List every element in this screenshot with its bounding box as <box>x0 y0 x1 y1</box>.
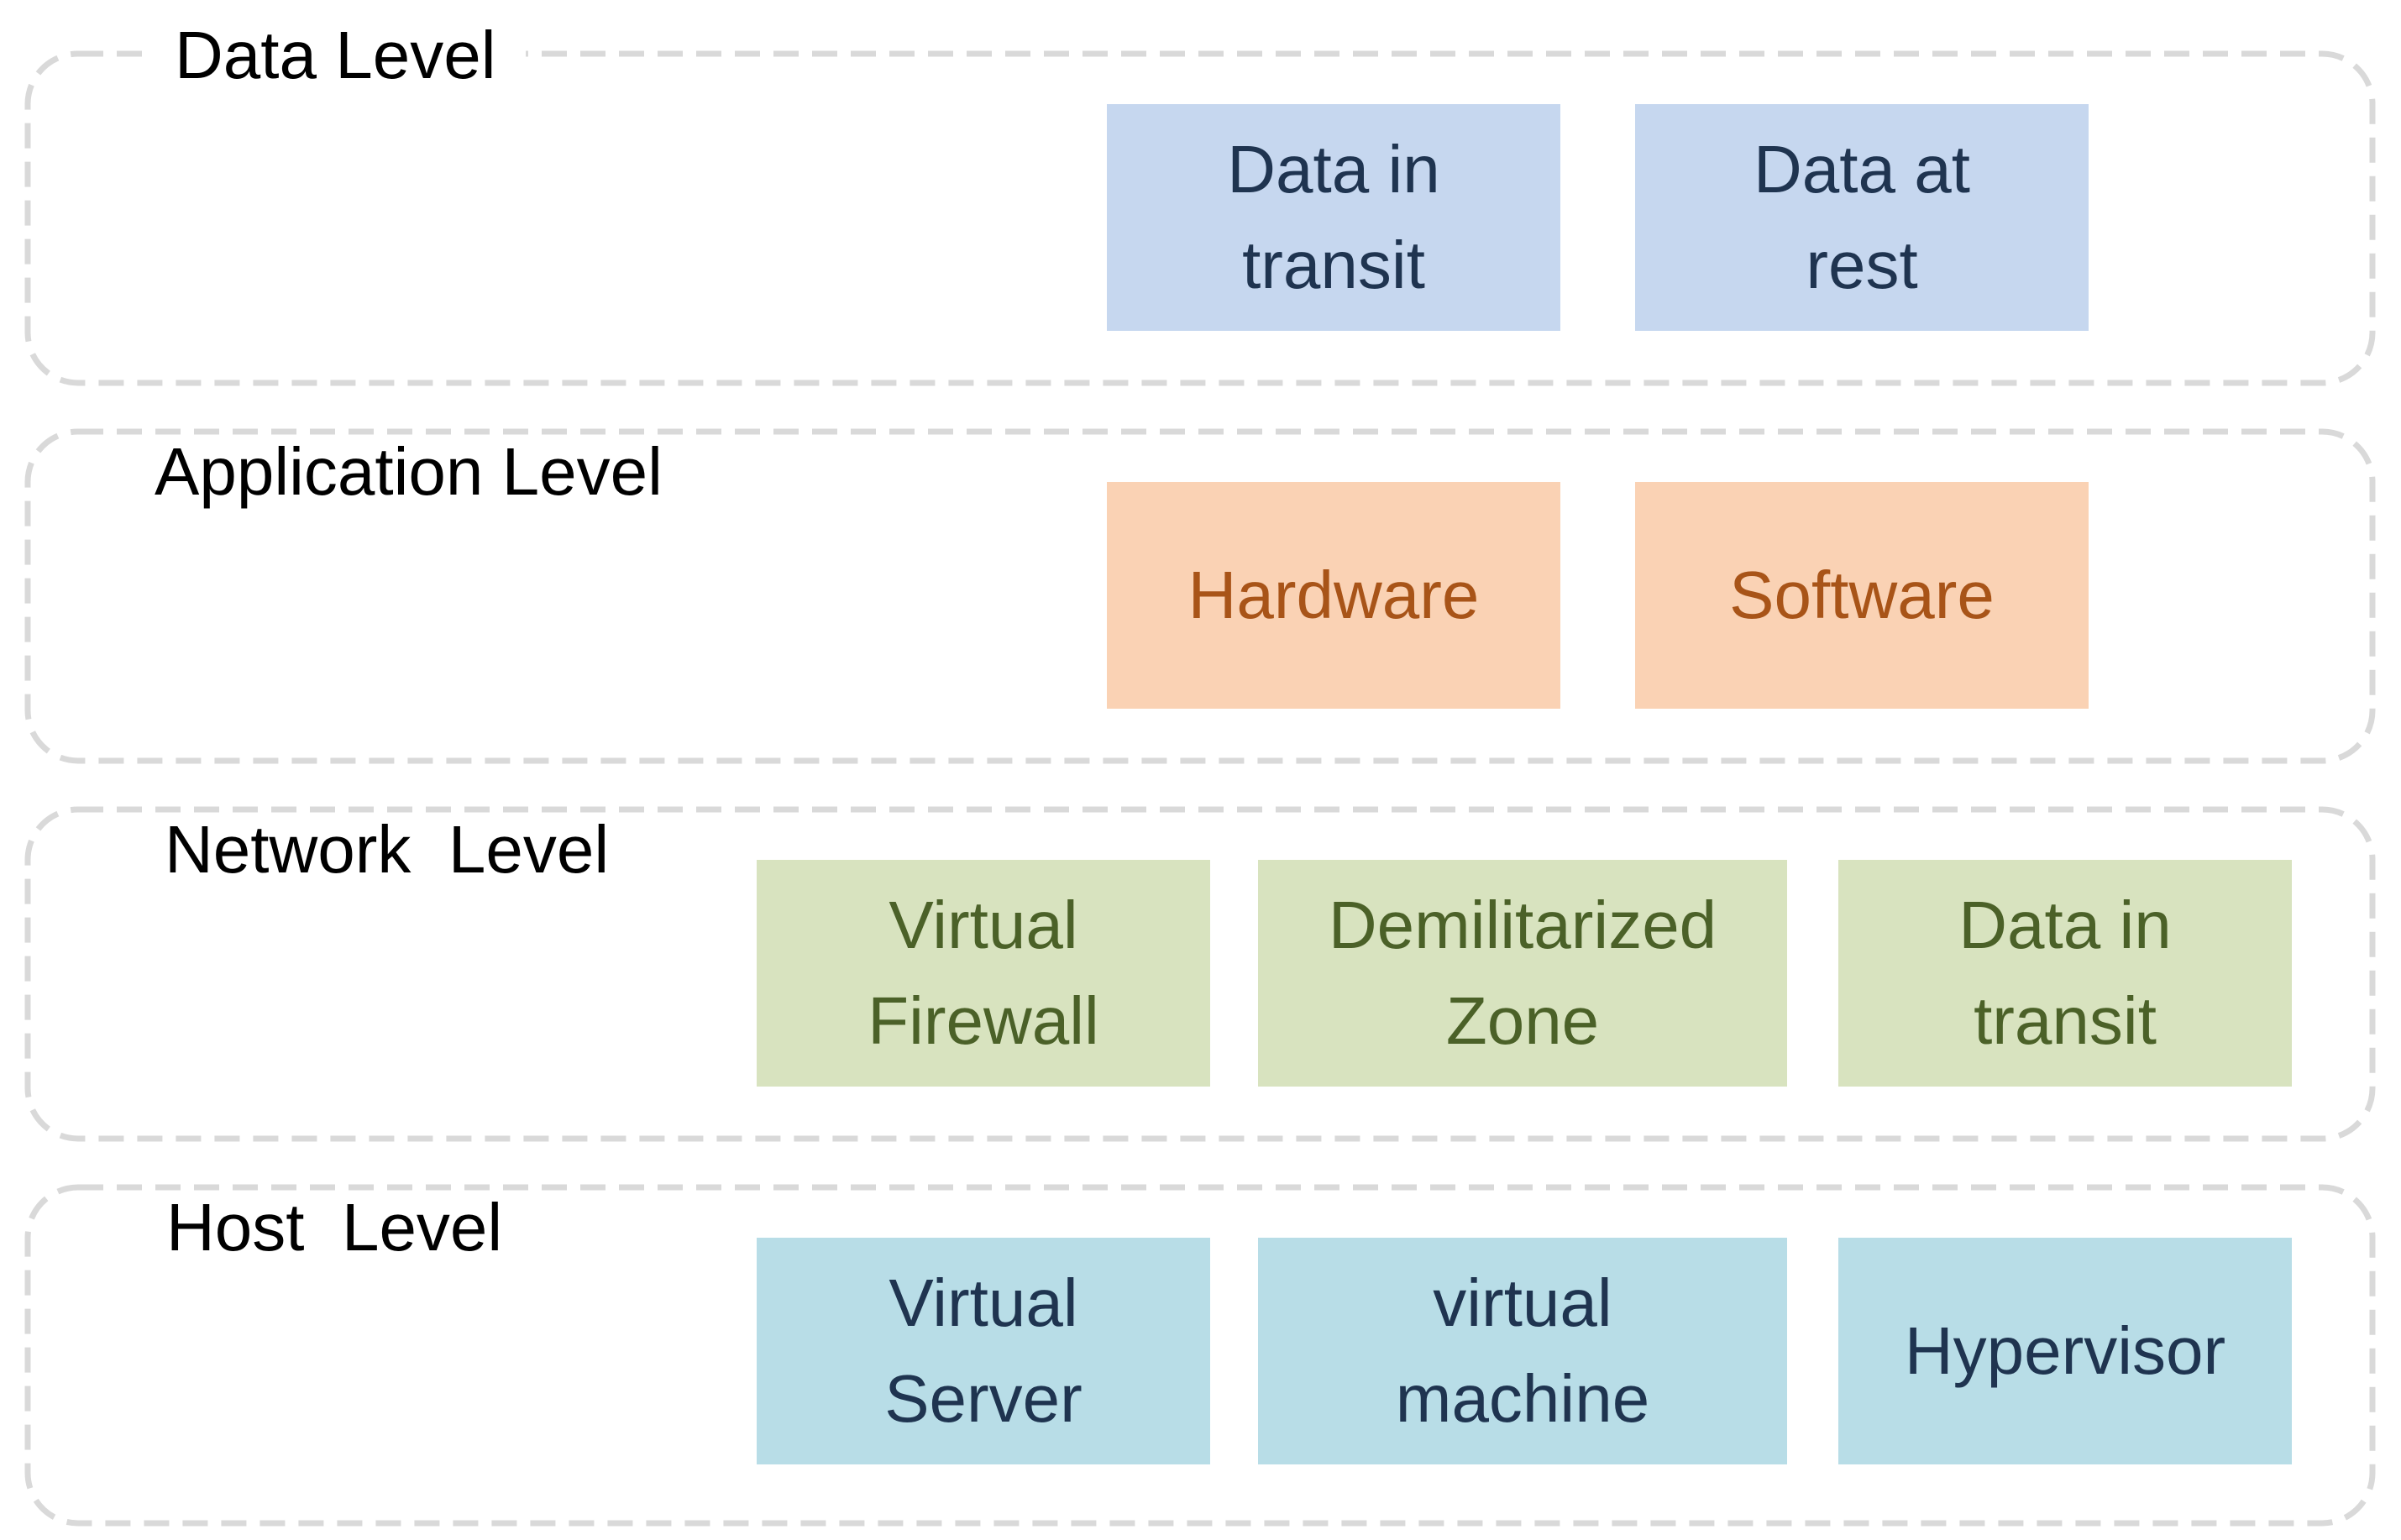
host-level-frame <box>24 1184 2376 1527</box>
host-level-label: Host Level <box>136 1194 533 1261</box>
network-data-in-transit-box: Data in transit <box>1838 860 2292 1087</box>
host-level: Host Level Virtual Server virtual machin… <box>0 1134 2401 1527</box>
data-level: Data Level Data in transit Data at rest <box>0 0 2401 386</box>
application-level-frame <box>24 428 2376 764</box>
demilitarized-zone-box: Demilitarized Zone <box>1258 860 1787 1087</box>
hypervisor-box: Hypervisor <box>1838 1238 2292 1464</box>
virtual-firewall-text: Virtual Firewall <box>868 888 1099 1058</box>
data-in-transit-text: Data in transit <box>1227 132 1440 302</box>
hypervisor-text: Hypervisor <box>1904 1313 2226 1388</box>
data-level-frame <box>24 50 2376 386</box>
application-level: Application Level Hardware Software <box>0 378 2401 764</box>
data-in-transit-box: Data in transit <box>1107 104 1560 331</box>
data-at-rest-text: Data at rest <box>1754 132 1970 302</box>
virtual-machine-box: virtual machine <box>1258 1238 1787 1464</box>
network-level-frame <box>24 806 2376 1142</box>
hardware-text: Hardware <box>1187 558 1480 632</box>
network-data-in-transit-text: Data in transit <box>1958 888 2172 1058</box>
network-level-label: Network Level <box>134 816 640 883</box>
data-at-rest-box: Data at rest <box>1635 104 2089 331</box>
virtual-machine-text: virtual machine <box>1395 1265 1650 1436</box>
virtual-server-text: Virtual Server <box>884 1265 1083 1436</box>
virtual-server-box: Virtual Server <box>757 1238 1210 1464</box>
software-box: Software <box>1635 482 2089 709</box>
application-level-label: Application Level <box>124 438 693 505</box>
demilitarized-zone-text: Demilitarized Zone <box>1328 888 1717 1058</box>
network-level: Network Level Virtual Firewall Demilitar… <box>0 756 2401 1142</box>
virtual-firewall-box: Virtual Firewall <box>757 860 1210 1087</box>
data-level-label: Data Level <box>144 22 527 89</box>
hardware-box: Hardware <box>1107 482 1560 709</box>
software-text: Software <box>1729 558 1995 632</box>
